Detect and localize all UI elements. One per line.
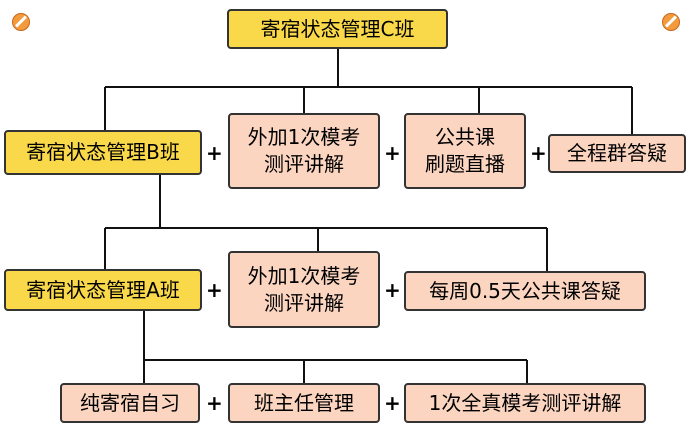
tier-b-box: 寄宿状态管理B班 — [4, 130, 202, 175]
addon-line: 测评讲解 — [263, 152, 344, 176]
tier-a-addon-mock-exam: 外加1次模考 测评讲解 — [228, 251, 380, 328]
plus-sign: + — [384, 391, 401, 415]
addon-line: 外加1次模考 — [247, 125, 361, 149]
base-item-full-mock-exam: 1次全真模考测评讲解 — [404, 383, 646, 423]
base-item-self-study: 纯寄宿自习 — [60, 383, 200, 423]
plus-sign: + — [206, 391, 223, 415]
forbidden-icon — [12, 13, 30, 31]
forbidden-icon — [662, 13, 680, 31]
base-item-label: 纯寄宿自习 — [80, 390, 180, 415]
tier-a-box: 寄宿状态管理A班 — [4, 269, 202, 311]
plus-sign: + — [384, 141, 401, 165]
addon-line: 刷题直播 — [425, 152, 505, 176]
addon-line: 外加1次模考 — [247, 263, 361, 288]
base-item-label: 班主任管理 — [254, 390, 354, 415]
plus-sign: + — [530, 141, 547, 165]
tier-c-title: 寄宿状态管理C班 — [260, 16, 415, 41]
addon-line: 每周0.5天公共课答疑 — [429, 278, 621, 303]
base-item-class-teacher: 班主任管理 — [228, 383, 380, 423]
tier-a-addon-weekly-qa: 每周0.5天公共课答疑 — [404, 271, 646, 311]
tier-b-addon-group-qa: 全程群答疑 — [548, 134, 686, 173]
addon-line: 测评讲解 — [263, 290, 344, 315]
tier-b-title: 寄宿状态管理B班 — [26, 140, 180, 164]
base-item-label: 1次全真模考测评讲解 — [428, 390, 622, 415]
addon-line: 全程群答疑 — [567, 141, 667, 165]
addon-line: 公共课 — [435, 125, 495, 149]
plus-sign: + — [384, 278, 401, 302]
tier-b-addon-mock-exam: 外加1次模考 测评讲解 — [228, 113, 380, 189]
plus-sign: + — [206, 141, 223, 165]
plus-sign: + — [206, 278, 223, 302]
tier-c-box: 寄宿状态管理C班 — [227, 9, 448, 49]
tier-a-title: 寄宿状态管理A班 — [26, 277, 180, 302]
tier-b-addon-public-course: 公共课 刷题直播 — [404, 113, 526, 189]
